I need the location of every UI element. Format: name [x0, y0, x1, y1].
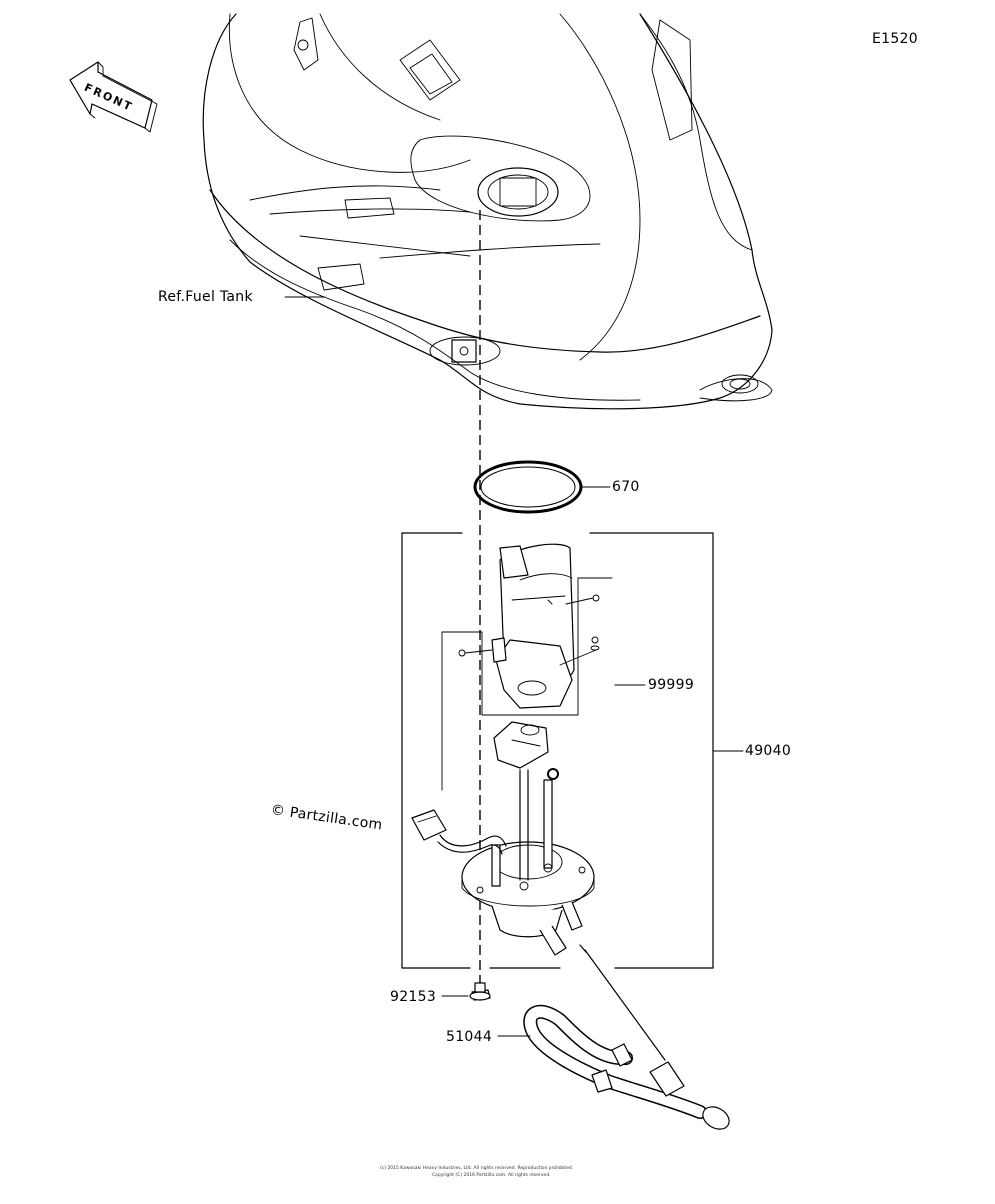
fineprint-line-2: Copyright (C) 2016 Partzilla.com. All ri…	[432, 1173, 551, 1178]
fuel-tank-illustration	[202, 13, 773, 410]
connector-harness	[411, 809, 507, 855]
detail-bracket	[441, 577, 613, 791]
assembly-bracket	[401, 532, 714, 969]
pump-flange-illustration	[461, 769, 595, 956]
label-o-ring: 670	[612, 479, 640, 495]
front-arrow-icon	[69, 61, 158, 133]
bolt-part	[469, 982, 491, 1001]
diagram-code: E1520	[872, 31, 918, 47]
fineprint-line-1: (c) 2015 Kawasaki Heavy Industries, Ltd.…	[380, 1166, 574, 1171]
label-bolt: 92153	[390, 989, 437, 1005]
regulator-part	[493, 721, 559, 780]
label-fuel-tank: Ref.Fuel Tank	[158, 289, 253, 305]
fuel-hose-illustration	[523, 944, 730, 1130]
fuel-pump-illustration	[458, 543, 600, 709]
o-ring-part	[473, 460, 583, 514]
label-pump-assembly: 49040	[745, 743, 792, 759]
label-hose: 51044	[446, 1029, 493, 1045]
label-detail: 99999	[648, 677, 695, 693]
